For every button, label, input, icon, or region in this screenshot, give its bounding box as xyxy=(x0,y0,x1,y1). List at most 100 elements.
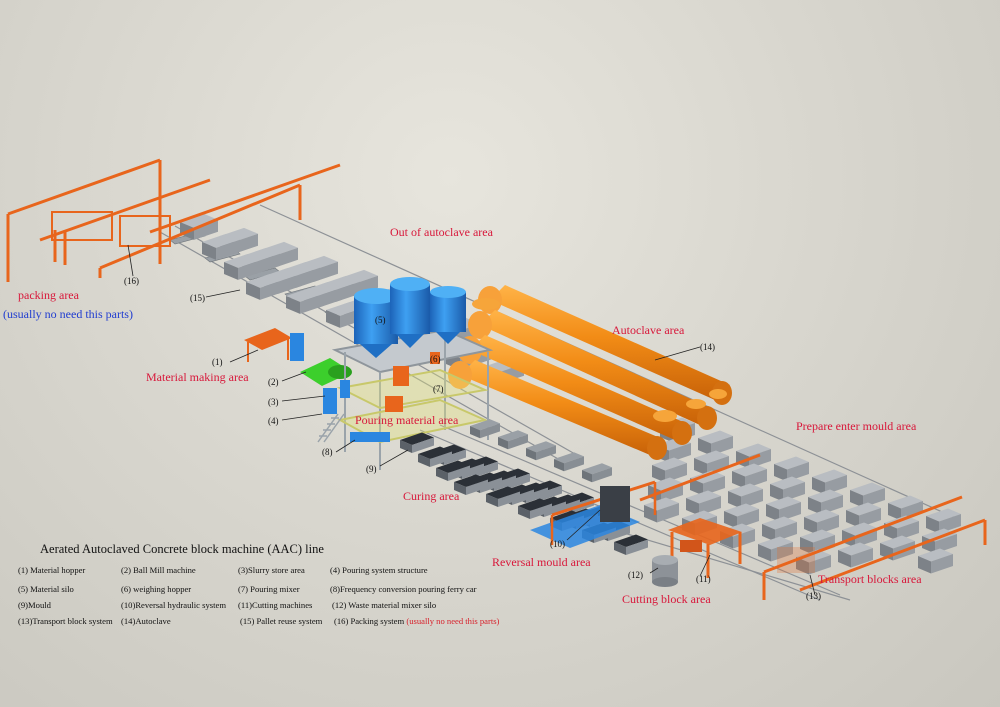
stairs xyxy=(317,413,345,443)
legend-item: (10)Reversal hydraulic system xyxy=(121,600,227,610)
packing-note: (usually no need this parts) xyxy=(3,307,133,321)
stacked-block xyxy=(728,483,763,509)
packing-area-label: packing area xyxy=(18,288,79,302)
cutting-block-area-label: Cutting block area xyxy=(622,592,711,606)
callout-3: (3) xyxy=(268,397,279,407)
autoclave-tank xyxy=(468,310,717,430)
transport-block-system xyxy=(639,453,987,600)
mould xyxy=(454,474,488,496)
legend-item: (8)Frequency conversion pouring ferry ca… xyxy=(330,584,477,594)
stacked-block xyxy=(796,549,831,575)
legend-title: Aerated Autoclaved Concrete block machin… xyxy=(40,542,324,556)
stacked-block xyxy=(838,542,873,568)
callout-12: (12) xyxy=(628,570,643,580)
legend-item: (4) Pouring system structure xyxy=(330,565,428,575)
stacked-block xyxy=(644,497,679,523)
autoclave-door xyxy=(653,410,677,422)
stacked-block xyxy=(888,495,923,521)
legend-item: (6) weighing hopper xyxy=(121,584,192,594)
autoclave-door xyxy=(686,399,706,409)
cutting-machines xyxy=(668,518,742,578)
legend-item: (16) Packing system xyxy=(334,616,405,626)
pouring-material-area-label: Pouring material area xyxy=(355,413,459,427)
mould xyxy=(436,460,470,482)
stacked-block xyxy=(766,496,801,522)
mould-frame xyxy=(498,430,528,450)
stacked-block xyxy=(800,529,835,555)
callout-11: (11) xyxy=(696,574,711,584)
legend-item: (15) Pallet reuse system xyxy=(240,616,323,626)
stacked-block xyxy=(690,470,725,496)
legend-item: (14)Autoclave xyxy=(121,616,171,626)
callout-1: (1) xyxy=(212,357,223,367)
leader-lines xyxy=(127,244,816,596)
callout-10: (10) xyxy=(550,539,565,549)
weighing-hopper xyxy=(393,352,440,386)
legend-item: (13)Transport block system xyxy=(18,616,113,626)
curing-area-label: Curing area xyxy=(403,489,460,503)
material-silos xyxy=(354,277,466,358)
stacked-block xyxy=(774,456,809,482)
legend-item: (7) Pouring mixer xyxy=(238,584,300,594)
callout-9: (9) xyxy=(366,464,377,474)
pouring-mixer xyxy=(385,396,403,412)
legend-item: (11)Cutting machines xyxy=(238,600,313,610)
legend-item: (12) Waste material mixer silo xyxy=(332,600,437,610)
stacked-block xyxy=(224,253,262,280)
callout-14: (14) xyxy=(700,342,715,352)
stacked-block xyxy=(762,516,797,542)
stacked-block xyxy=(884,515,919,541)
callout-8: (8) xyxy=(322,447,333,457)
mould xyxy=(518,498,552,520)
ferry-car xyxy=(350,432,390,442)
autoclave-area-label: Autoclave area xyxy=(612,323,685,337)
mould xyxy=(418,446,452,468)
callout-4: (4) xyxy=(268,416,279,426)
legend-item: (2) Ball Mill machine xyxy=(121,565,196,575)
autoclave-door xyxy=(709,389,727,399)
mould-frame xyxy=(470,419,500,439)
mould xyxy=(486,486,520,508)
stacked-block xyxy=(808,489,843,515)
prepare-enter-mould-area-label: Prepare enter mould area xyxy=(796,419,917,433)
mould xyxy=(614,534,648,556)
stacked-block xyxy=(926,508,961,534)
callout-2: (2) xyxy=(268,377,279,387)
stacked-block xyxy=(698,430,733,456)
legend-item: (1) Material hopper xyxy=(18,565,86,575)
reversal-mould-area-label: Reversal mould area xyxy=(492,555,591,569)
legend-item: (5) Material silo xyxy=(18,584,74,594)
stacked-block xyxy=(724,503,759,529)
stacked-block xyxy=(652,457,687,483)
legend-note: (usually no need this parts) xyxy=(406,616,500,626)
stacked-block xyxy=(812,469,847,495)
waste-material-mixer-silo xyxy=(652,555,678,587)
callout-5: (5) xyxy=(375,315,386,325)
callout-7: (7) xyxy=(433,384,444,394)
transport-blocks-area-label: Transport blocks area xyxy=(818,572,922,586)
legend-item: (3)Slurry store area xyxy=(238,565,305,575)
stacked-block xyxy=(758,536,793,562)
autoclave-door xyxy=(472,298,500,310)
callout-16: (16) xyxy=(124,276,139,286)
stacked-block xyxy=(918,548,953,574)
stacked-block xyxy=(180,213,218,240)
mould-frame xyxy=(554,452,584,472)
mould-frame xyxy=(582,463,612,483)
callout-15: (15) xyxy=(190,293,205,303)
stacked-block xyxy=(850,482,885,508)
reversal-hydraulic-system xyxy=(530,480,657,548)
stacked-block xyxy=(770,476,805,502)
stacked-block xyxy=(732,463,767,489)
callout-13: (13) xyxy=(806,591,821,601)
stacked-block xyxy=(202,233,240,260)
silo xyxy=(390,277,430,348)
stacked-block xyxy=(694,450,729,476)
material-making-area-label: Material making area xyxy=(146,370,249,384)
mould xyxy=(400,432,434,454)
stacked-block xyxy=(804,509,839,535)
packing-system xyxy=(6,158,341,282)
callout-6: (6) xyxy=(430,354,441,364)
silo xyxy=(430,286,466,344)
